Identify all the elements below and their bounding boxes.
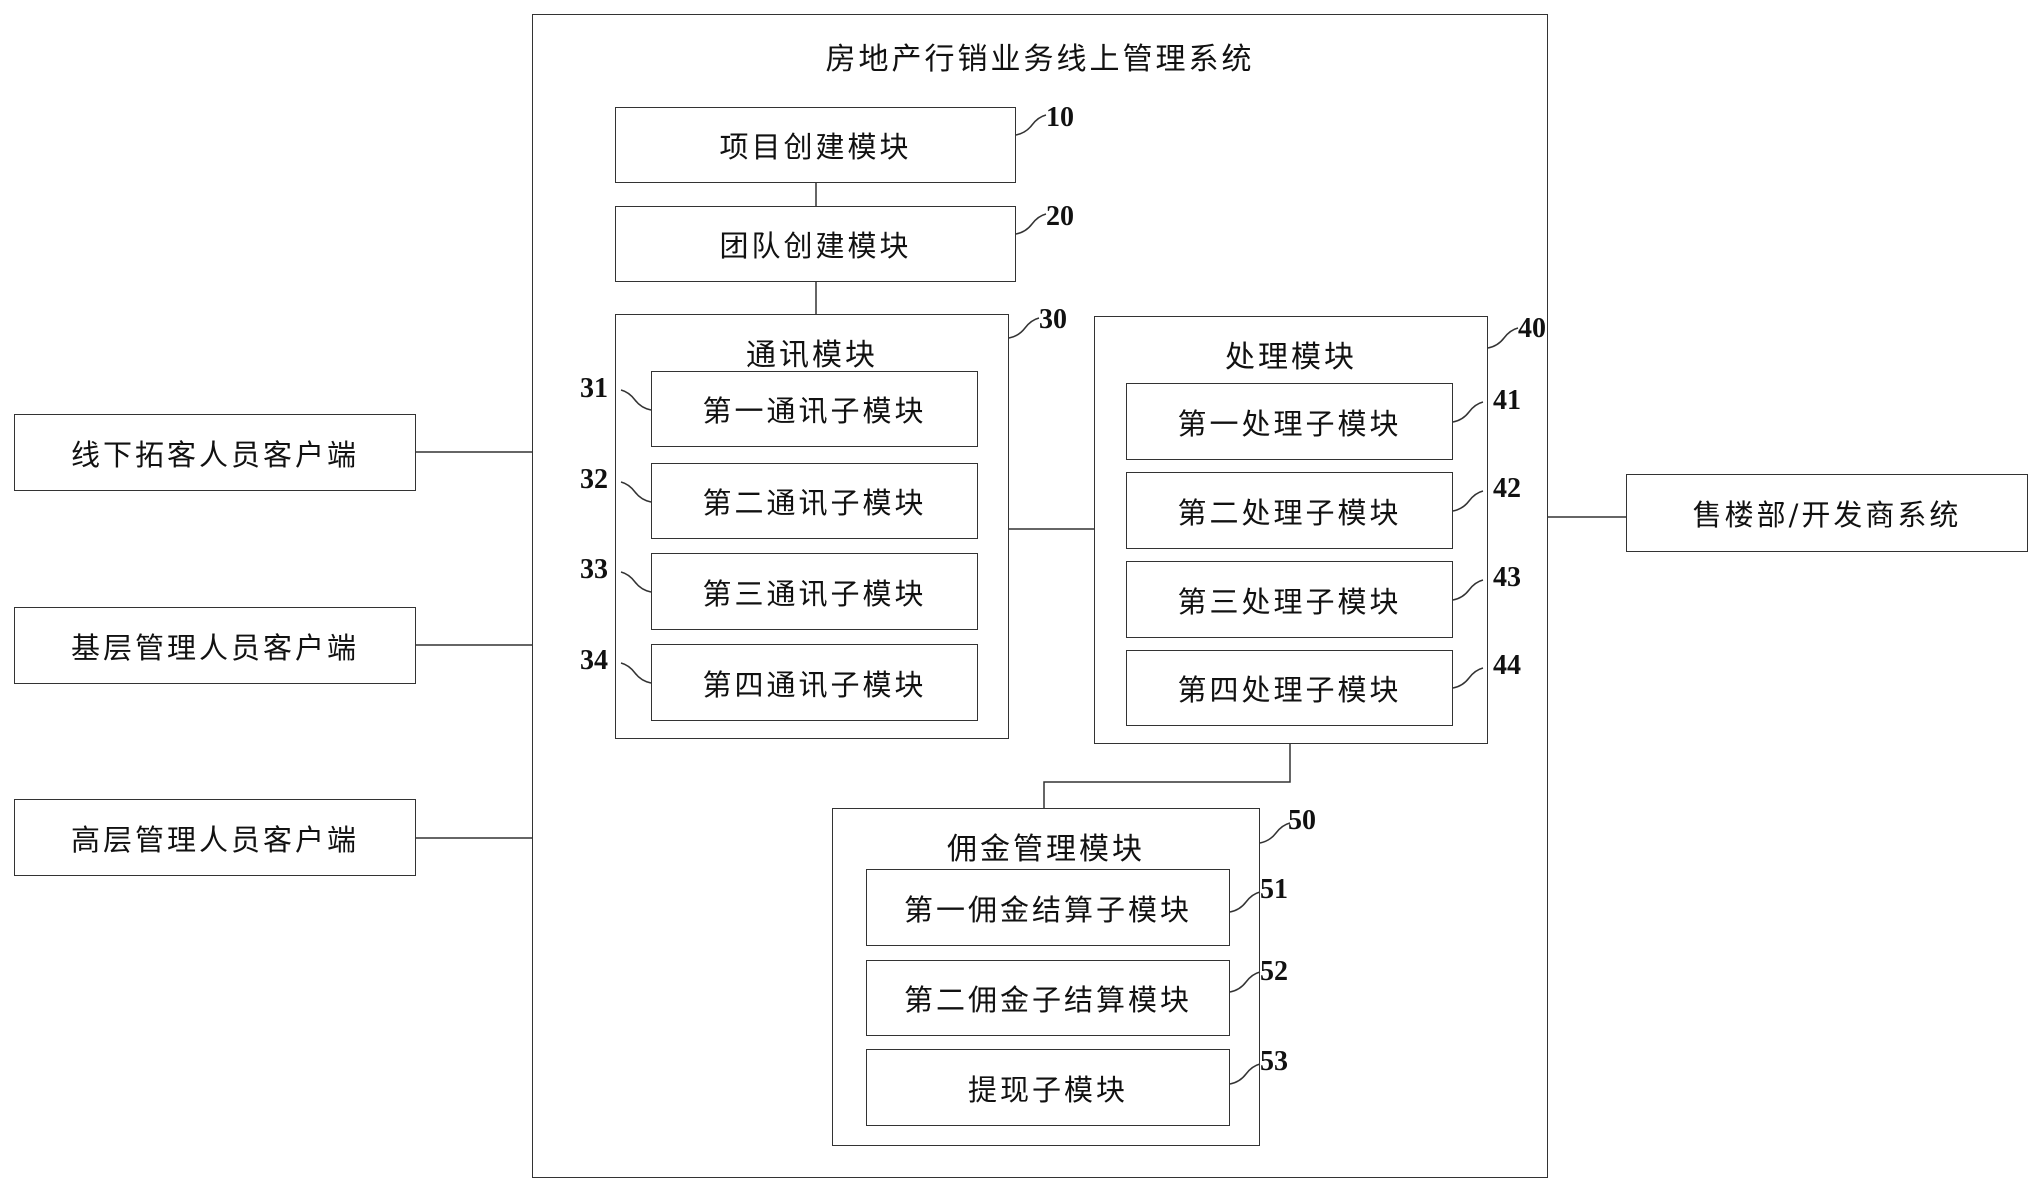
- team-module-box: 团队创建模块: [615, 206, 1016, 282]
- team-module-number: 20: [1046, 201, 1074, 232]
- proc-commission-link: [1043, 744, 1291, 808]
- leader-32: [620, 481, 652, 503]
- comm-sub-box-1: 第一通讯子模块: [651, 371, 978, 447]
- leader-33: [620, 571, 652, 593]
- proc-sub-box-1: 第一处理子模块: [1126, 383, 1453, 460]
- project-module-box: 项目创建模块: [615, 107, 1016, 183]
- proc-sub-box-3: 第三处理子模块: [1126, 561, 1453, 638]
- comm-sub-number-4: 34: [580, 645, 608, 676]
- comm-module-number: 30: [1039, 304, 1067, 335]
- leader-41: [1452, 401, 1484, 423]
- leader-51: [1229, 891, 1261, 913]
- proc-module-number: 40: [1518, 313, 1546, 344]
- proc-sub-number-2: 42: [1493, 473, 1521, 504]
- client-box-field-staff: 线下拓客人员客户端: [14, 414, 416, 491]
- commission-sub-number-3: 53: [1260, 1046, 1288, 1077]
- commission-sub-box-2: 第二佣金子结算模块: [866, 960, 1230, 1036]
- comm-sub-number-3: 33: [580, 554, 608, 585]
- leader-50: [1259, 822, 1291, 844]
- comm-sub-box-4: 第四通讯子模块: [651, 644, 978, 721]
- leader-44: [1452, 667, 1484, 689]
- proc-sub-number-1: 41: [1493, 385, 1521, 416]
- leader-52: [1229, 971, 1261, 993]
- commission-module-group: [832, 808, 1260, 1146]
- leader-34: [620, 662, 652, 684]
- commission-module-number: 50: [1288, 805, 1316, 836]
- proc-sub-number-3: 43: [1493, 562, 1521, 593]
- proc-sub-box-2: 第二处理子模块: [1126, 472, 1453, 549]
- commission-sub-box-3: 提现子模块: [866, 1049, 1230, 1126]
- leader-53: [1229, 1063, 1261, 1085]
- leader-43: [1452, 579, 1484, 601]
- comm-sub-number-2: 32: [580, 464, 608, 495]
- system-title: 房地产行销业务线上管理系统: [825, 42, 1255, 77]
- commission-sub-number-2: 52: [1260, 956, 1288, 987]
- project-module-number: 10: [1046, 102, 1074, 133]
- system-frame: [532, 14, 1548, 1178]
- proc-module-group: [1094, 316, 1488, 744]
- comm-module-group: [615, 314, 1009, 739]
- client-box-senior-management: 高层管理人员客户端: [14, 799, 416, 876]
- external-system-box: 售楼部/开发商系统: [1626, 474, 2028, 552]
- client-box-junior-management: 基层管理人员客户端: [14, 607, 416, 684]
- proc-sub-number-4: 44: [1493, 650, 1521, 681]
- commission-sub-box-1: 第一佣金结算子模块: [866, 869, 1230, 946]
- comm-sub-box-3: 第三通讯子模块: [651, 553, 978, 630]
- proc-module-title: 处理模块: [1225, 340, 1357, 375]
- proc-sub-box-4: 第四处理子模块: [1126, 650, 1453, 726]
- leader-10: [1015, 114, 1047, 136]
- commission-sub-number-1: 51: [1260, 874, 1288, 905]
- comm-module-title: 通讯模块: [746, 338, 878, 373]
- comm-sub-number-1: 31: [580, 373, 608, 404]
- leader-31: [620, 389, 652, 411]
- leader-30: [1008, 317, 1040, 339]
- leader-40: [1487, 327, 1519, 349]
- comm-sub-box-2: 第二通讯子模块: [651, 463, 978, 539]
- commission-module-title: 佣金管理模块: [947, 832, 1145, 867]
- leader-20: [1015, 213, 1047, 235]
- leader-42: [1452, 490, 1484, 512]
